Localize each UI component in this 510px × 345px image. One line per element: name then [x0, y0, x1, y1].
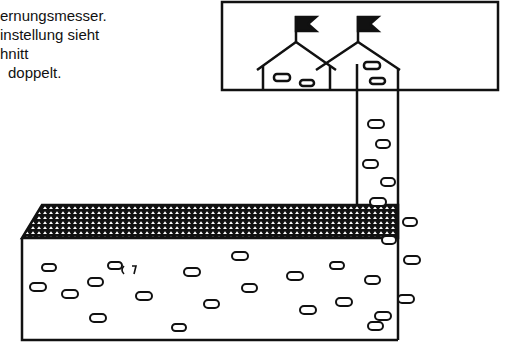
caption-line: doppelt.: [8, 63, 61, 82]
wall: [22, 238, 398, 340]
caption-line: instellung sieht: [0, 25, 99, 44]
house-left: [257, 16, 336, 90]
crack-mark: [122, 266, 136, 274]
inset-frame: [222, 2, 498, 90]
caption-line: ernungsmesser.: [0, 6, 107, 25]
house-right: [316, 16, 400, 90]
caption-line: hnitt: [0, 44, 28, 63]
stones: [30, 120, 420, 331]
roof: [22, 205, 398, 238]
